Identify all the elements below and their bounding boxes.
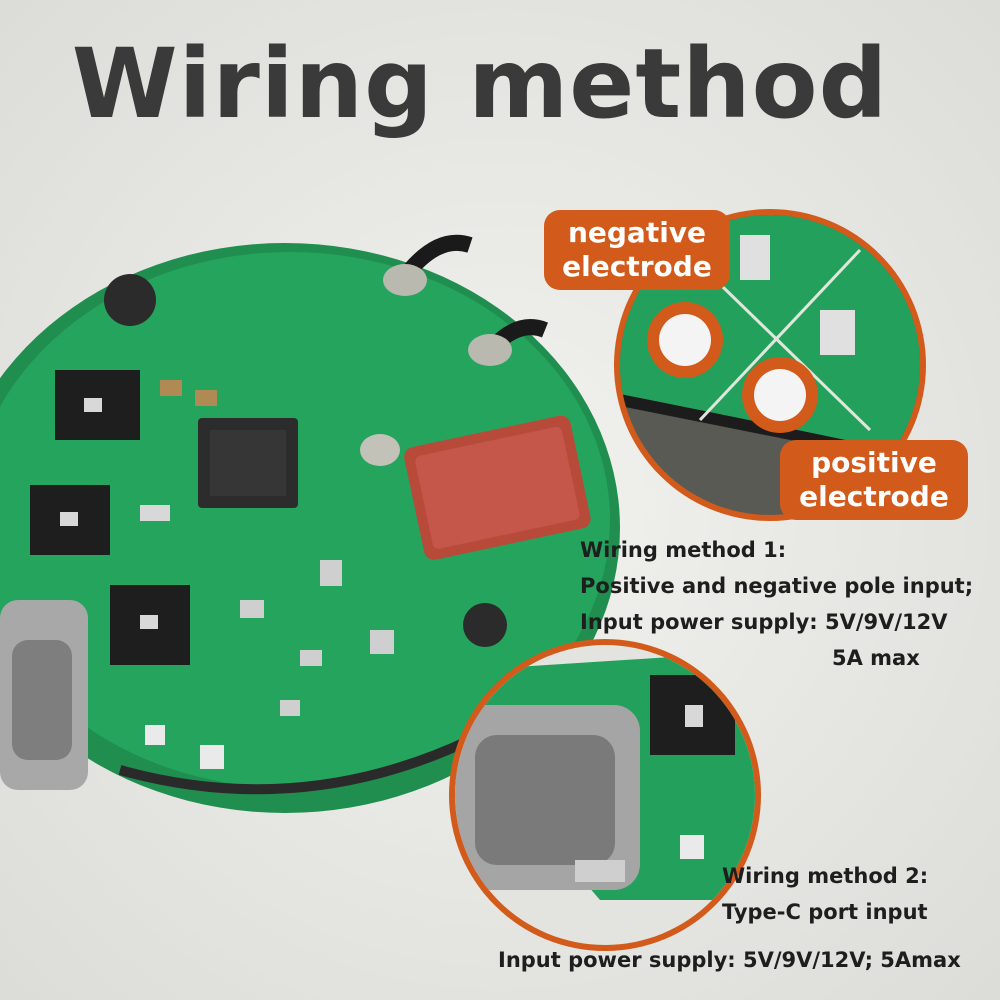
bottom-spec: Input power supply: 5V/9V/12V; 5Amax (498, 948, 961, 972)
black-wire (403, 234, 473, 276)
zoom-typec (449, 639, 761, 951)
method1-heading: Wiring method 1: (580, 538, 787, 562)
method2-text: Wiring method 2: Type-C port input (722, 858, 928, 930)
method1-line3: 5A max (832, 646, 920, 670)
method1-line1: Positive and negative pole input; (580, 574, 974, 598)
red-capacitor (404, 415, 591, 560)
negative-electrode-label: negative electrode (544, 210, 730, 290)
label-line: negative (567, 216, 707, 249)
method1-line2: Input power supply: 5V/9V/12V (580, 610, 948, 634)
label-line: positive (811, 446, 937, 479)
mount-hole (104, 274, 156, 326)
pcb-board (0, 234, 620, 813)
positive-electrode-label: positive electrode (780, 440, 968, 520)
label-line: electrode (562, 250, 712, 283)
page-title: Wiring method (71, 28, 889, 140)
method2-heading: Wiring method 2: (722, 864, 929, 888)
label-line: electrode (799, 480, 949, 513)
method1-text: Wiring method 1: Positive and negative p… (580, 532, 973, 676)
method2-line1: Type-C port input (722, 900, 928, 924)
